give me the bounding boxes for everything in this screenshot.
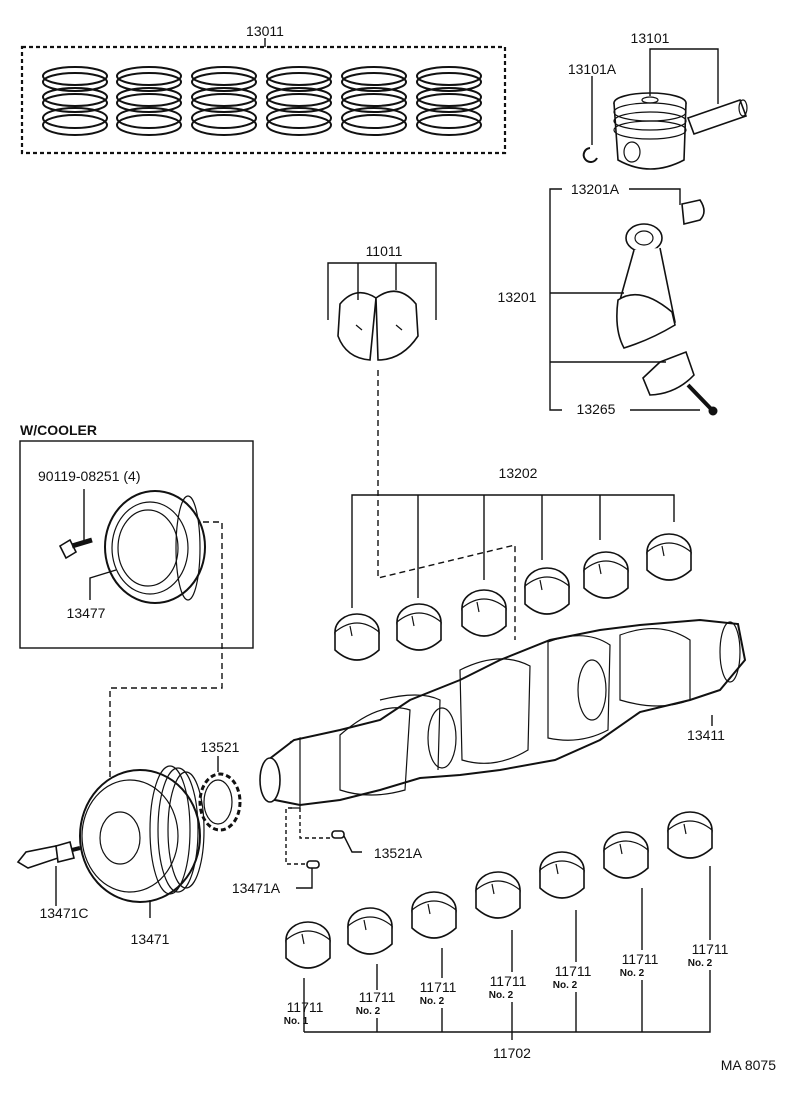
svg-text:11711: 11711 <box>622 951 659 967</box>
svg-text:No. 2: No. 2 <box>688 958 713 969</box>
label-11702: 11702 <box>493 1045 531 1061</box>
label-13521a: 13521A <box>374 845 423 861</box>
svg-text:11711: 11711 <box>490 973 527 989</box>
label-13477: 13477 <box>67 605 106 621</box>
svg-text:No. 2: No. 2 <box>489 990 514 1001</box>
svg-text:11711: 11711 <box>359 989 396 1005</box>
label-13202: 13202 <box>499 465 538 481</box>
svg-text:11711: 11711 <box>692 941 729 957</box>
label-13411: 13411 <box>687 727 725 743</box>
label-11011: 11011 <box>366 243 403 259</box>
main-bearing-label-3: 11711 No. 2 <box>420 979 457 1007</box>
label-w-cooler: W/COOLER <box>20 422 97 438</box>
piston-clip[interactable] <box>582 147 598 163</box>
thrust-washers[interactable] <box>337 290 419 361</box>
pulley-bolt[interactable] <box>16 841 81 869</box>
label-13471c: 13471C <box>39 905 88 921</box>
crank-key-a[interactable] <box>331 830 345 839</box>
svg-text:11711: 11711 <box>555 963 592 979</box>
label-13471a: 13471A <box>232 880 281 896</box>
svg-text:11711: 11711 <box>287 999 324 1015</box>
piston[interactable] <box>613 92 687 170</box>
label-13011: 13011 <box>246 23 284 39</box>
label-13471: 13471 <box>131 931 170 947</box>
main-bearing-label-5: 11711 No. 2 <box>553 963 592 991</box>
label-13201: 13201 <box>498 289 537 305</box>
svg-text:No. 2: No. 2 <box>620 968 645 979</box>
main-bearings[interactable] <box>285 811 713 969</box>
figure-code: MA 8075 <box>721 1057 776 1073</box>
conrod-bushing[interactable] <box>681 199 705 226</box>
svg-text:No. 2: No. 2 <box>356 1006 381 1017</box>
crankshaft[interactable] <box>259 618 747 809</box>
main-bearing-label-2: 11711 No. 2 <box>356 989 396 1017</box>
svg-text:No. 2: No. 2 <box>420 996 445 1007</box>
piston-ring-set[interactable] <box>20 45 507 155</box>
conrod-cap[interactable] <box>642 350 718 416</box>
label-13521: 13521 <box>201 739 240 755</box>
w-cooler-box <box>19 440 254 649</box>
crank-timing-gear[interactable] <box>198 772 242 832</box>
label-13101: 13101 <box>631 30 670 46</box>
main-bearing-label-1: 11711 No. 1 <box>284 999 324 1027</box>
svg-text:11711: 11711 <box>420 979 457 995</box>
svg-text:No. 1: No. 1 <box>284 1016 309 1027</box>
crank-pulley[interactable] <box>79 765 205 903</box>
ring-stack <box>42 66 108 136</box>
damper[interactable] <box>104 490 206 604</box>
crank-key-b[interactable] <box>306 860 320 869</box>
label-13265: 13265 <box>577 401 616 417</box>
main-bearing-label-6: 11711 No. 2 <box>620 951 659 979</box>
label-bolt-part: 90119-08251 (4) <box>38 468 140 484</box>
conrod-bearings[interactable] <box>334 533 692 661</box>
damper-bolt[interactable] <box>58 537 93 560</box>
main-bearing-label-7: 11711 No. 2 <box>688 941 729 969</box>
label-13101a: 13101A <box>568 61 617 77</box>
connecting-rod[interactable] <box>616 223 676 349</box>
piston-pin[interactable] <box>686 98 748 136</box>
label-13201a: 13201A <box>571 181 620 197</box>
svg-text:No. 2: No. 2 <box>553 980 578 991</box>
main-bearing-label-4: 11711 No. 2 <box>489 973 527 1001</box>
